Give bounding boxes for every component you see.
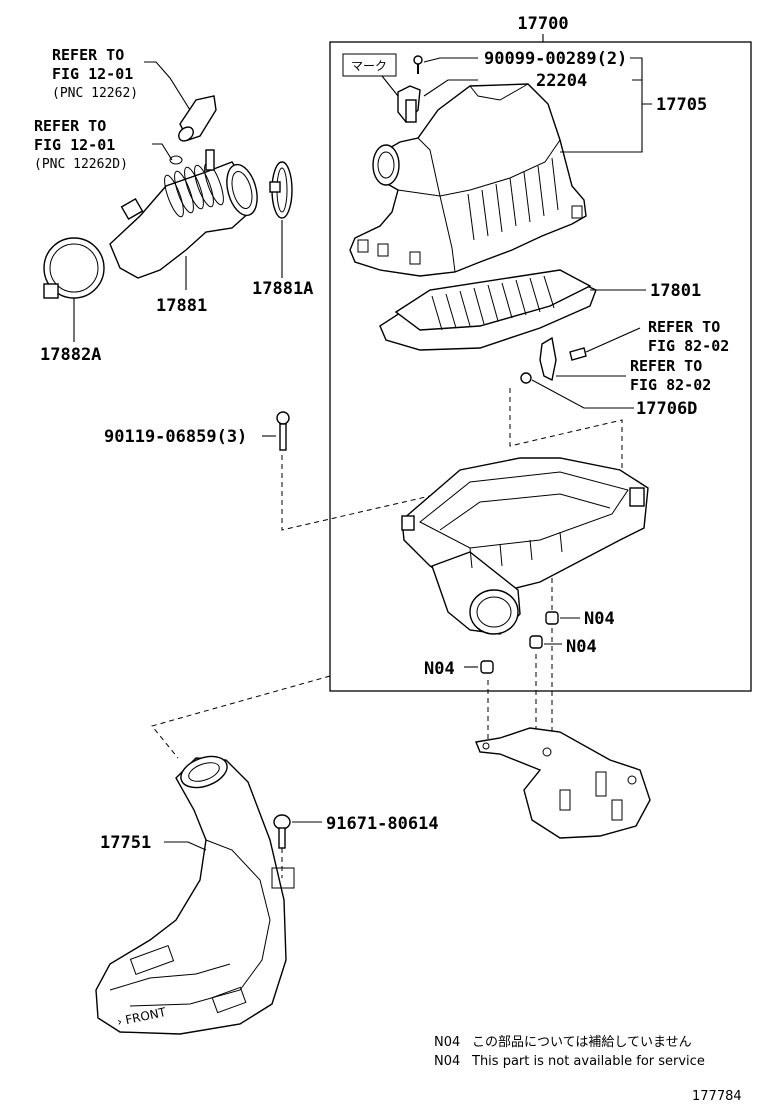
part-label-17706d: 17706D xyxy=(636,399,697,419)
note-code-ja: N04 xyxy=(434,1035,460,1050)
bolt-icon xyxy=(276,411,290,451)
screw-icon xyxy=(413,55,423,74)
part-label-17882a: 17882A xyxy=(40,345,101,365)
bracket-17706d xyxy=(520,327,641,409)
grommet-icon xyxy=(480,611,559,674)
ref-12-01-b-line3: (PNC 12262D) xyxy=(34,157,128,172)
note-text-ja: この部品については補給していません xyxy=(472,1035,692,1050)
inlet-hose xyxy=(109,95,258,279)
part-label-17881: 17881 xyxy=(156,296,207,316)
part-label-90099: 90099-00289(2) xyxy=(484,49,627,69)
ref-12-01-a-line3: (PNC 12262) xyxy=(52,86,138,101)
assembly-dash-lines xyxy=(281,388,623,612)
clamp-17881a xyxy=(269,161,293,219)
part-label-17705: 17705 xyxy=(656,95,707,115)
part-label-22204: 22204 xyxy=(536,71,587,91)
ref-82-02-a-line1: REFER TO xyxy=(648,318,720,336)
part-label-17801: 17801 xyxy=(650,281,701,301)
note-text-en: This part is not available for service xyxy=(471,1054,705,1069)
air-duct-17751: › FRONT xyxy=(95,755,295,1035)
assembly-frame xyxy=(329,34,752,692)
footnotes: N04 この部品については補給していません N04 This part is n… xyxy=(434,1035,705,1069)
ref-82-02-b-line2: FIG 82-02 xyxy=(630,376,711,394)
air-cleaner-cap xyxy=(349,83,587,277)
air-flow-sensor xyxy=(397,85,421,124)
mounting-bracket xyxy=(475,628,651,839)
mark-box: マーク xyxy=(342,53,399,97)
part-label-17881a: 17881A xyxy=(252,279,313,299)
ref-82-02-b-line1: REFER TO xyxy=(630,357,702,375)
part-label-n04-c: N04 xyxy=(424,659,455,679)
ref-12-01-a-line2: FIG 12-01 xyxy=(52,65,133,83)
clamp-17882a xyxy=(43,237,105,299)
part-label-90119: 90119-06859(3) xyxy=(104,427,247,447)
mark-label: マーク xyxy=(351,59,387,73)
assembly-number-label: 17700 xyxy=(517,14,568,34)
note-code-en: N04 xyxy=(434,1054,460,1069)
ref-12-01-a-line1: REFER TO xyxy=(52,46,124,64)
ref-82-02-a-line2: FIG 82-02 xyxy=(648,337,729,355)
part-label-91671: 91671-80614 xyxy=(326,814,439,834)
part-label-17751: 17751 xyxy=(100,833,151,853)
air-cleaner-case xyxy=(401,457,649,635)
part-label-n04-b: N04 xyxy=(566,637,597,657)
figure-id: 177784 xyxy=(692,1089,742,1104)
part-label-n04-a: N04 xyxy=(584,609,615,629)
ref-12-01-b-line2: FIG 12-01 xyxy=(34,136,115,154)
ref-12-01-b-line1: REFER TO xyxy=(34,117,106,135)
clip-icon xyxy=(273,814,291,878)
air-filter-element xyxy=(379,269,597,351)
